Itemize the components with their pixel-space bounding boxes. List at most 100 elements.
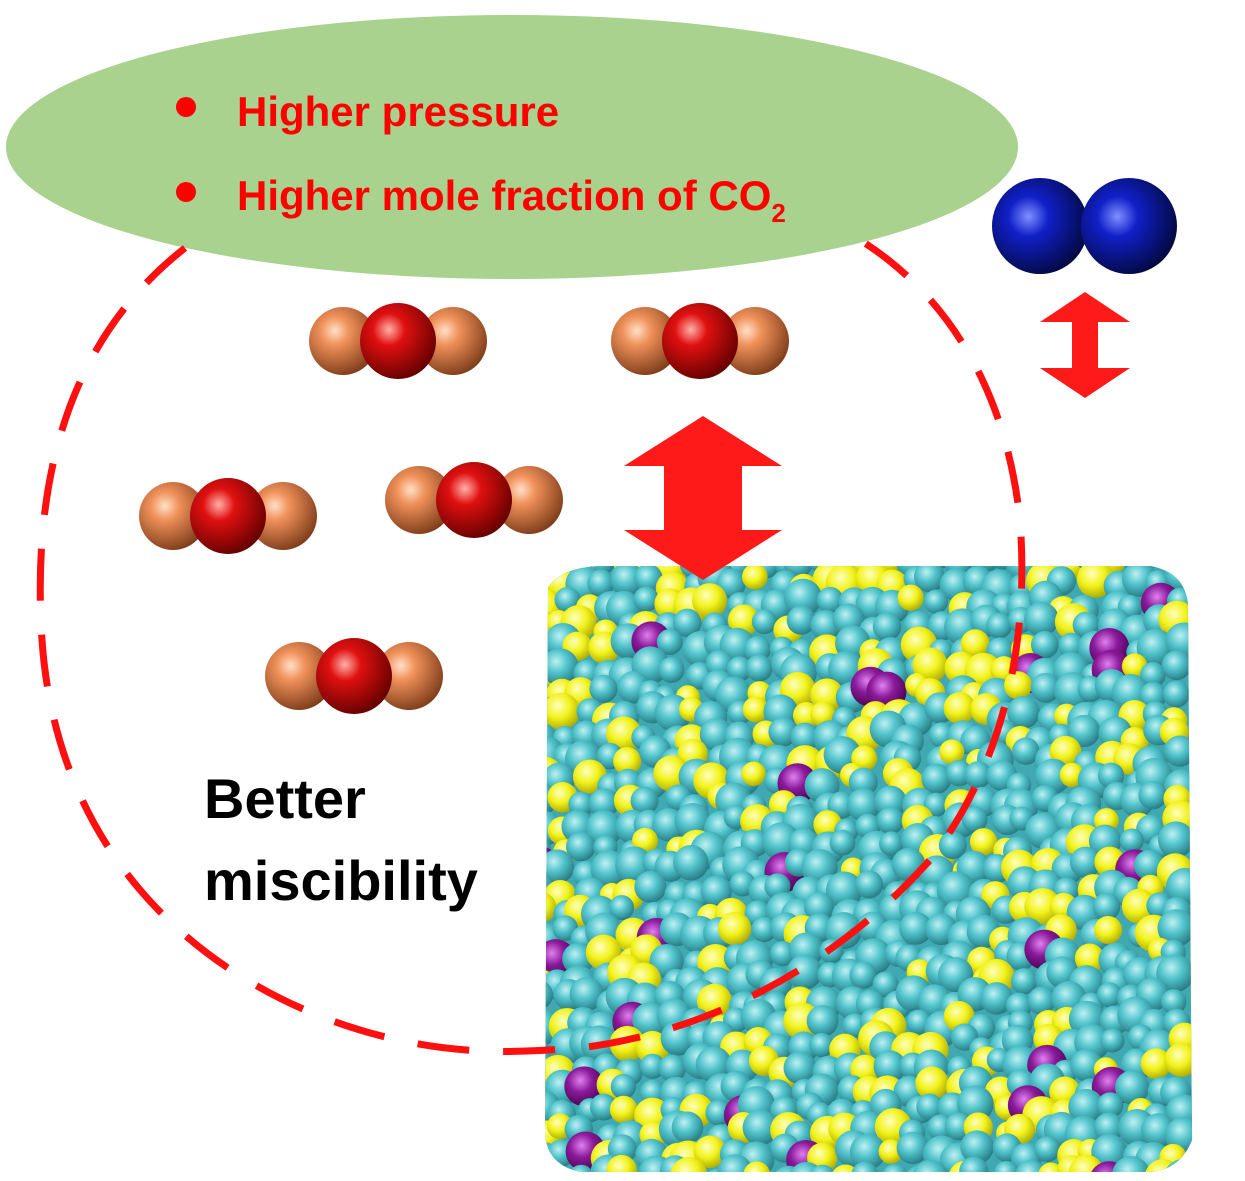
oil-atom <box>1161 650 1192 681</box>
oil-atom <box>1067 714 1101 748</box>
oil-atom <box>745 654 773 682</box>
oil-atom <box>1096 982 1122 1008</box>
oil-atom <box>876 807 905 835</box>
oil-atom <box>742 696 769 723</box>
oil-atom <box>1069 1154 1104 1172</box>
oil-atom <box>980 982 1013 1015</box>
oil-atom <box>1030 672 1061 703</box>
oil-atom <box>673 608 702 637</box>
oil-atom <box>1034 1136 1061 1162</box>
oil-atom <box>1138 781 1167 810</box>
oil-atom <box>564 1066 605 1107</box>
oil-atom <box>957 1085 994 1123</box>
oil-atom <box>1140 566 1170 568</box>
n2-double-arrow-icon <box>1040 292 1130 398</box>
oil-atom <box>1030 630 1059 659</box>
oil-atom <box>1140 662 1166 688</box>
oil-atom <box>1092 893 1121 921</box>
oil-atom <box>1024 601 1059 637</box>
oil-atom <box>610 1073 637 1100</box>
oil-atom <box>915 1066 949 1100</box>
oil-atom <box>1119 828 1144 853</box>
oil-atom <box>896 1131 929 1165</box>
oil-atom <box>545 849 575 884</box>
oil-atom <box>809 1164 836 1172</box>
conditions-ellipse <box>6 15 1018 279</box>
oil-atom <box>705 649 734 678</box>
oil-atom <box>846 788 881 822</box>
co2-molecule <box>611 303 789 379</box>
oil-atom <box>633 586 659 612</box>
oil-atom <box>849 961 877 989</box>
oil-atom <box>717 911 752 946</box>
co2-molecule <box>265 638 443 714</box>
oil-atom <box>1038 1162 1064 1172</box>
oil-atom <box>961 806 988 833</box>
co2-molecule <box>385 462 563 538</box>
oil-atom <box>610 566 644 597</box>
oil-atom <box>993 1160 1019 1172</box>
oil-atom <box>786 605 816 635</box>
oil-atom <box>959 1156 989 1172</box>
oil-atom <box>829 829 856 856</box>
oil-atom <box>879 831 904 856</box>
oil-atom <box>741 566 768 590</box>
oil-atom <box>1007 695 1040 729</box>
oil-atom <box>969 828 998 856</box>
oil-atom <box>916 1093 943 1121</box>
oil-atom <box>1068 1088 1104 1125</box>
oil-atom <box>1058 632 1084 659</box>
oil-atom <box>1100 1028 1125 1053</box>
oil-atom <box>851 1161 879 1172</box>
oil-atom <box>806 1005 839 1037</box>
oil-atom <box>640 1053 666 1079</box>
oil-atom <box>938 831 967 860</box>
oil-atom <box>1097 1092 1124 1119</box>
oil-atom <box>783 1051 817 1085</box>
oil-atom <box>609 895 635 921</box>
oil-atom <box>943 692 976 725</box>
oil-atom <box>1157 821 1192 858</box>
oil-atom <box>897 584 924 611</box>
oil-atom <box>1157 909 1192 947</box>
oil-atom <box>693 1135 727 1169</box>
result-label-line2: miscibility <box>204 849 478 912</box>
oil-atom <box>658 656 685 683</box>
oil-atom <box>634 870 667 903</box>
condition-pressure: Higher pressure <box>237 88 559 135</box>
oil-atom <box>545 892 557 923</box>
oil-atom <box>545 692 580 730</box>
oil-atom <box>658 1054 687 1083</box>
oil-atom <box>986 612 1013 639</box>
oil-atom <box>1164 1042 1192 1077</box>
oil-atom <box>899 911 933 945</box>
oil-atom <box>630 786 659 815</box>
crude-oil-slab <box>545 566 1192 1172</box>
oil-atom <box>1112 1156 1151 1172</box>
oil-atom <box>671 1111 704 1144</box>
oil-atom <box>546 566 583 574</box>
oil-atom <box>545 980 554 1010</box>
oil-atom <box>1165 867 1192 906</box>
oil-atom <box>786 954 823 990</box>
oil-atom <box>770 940 796 967</box>
oil-atom <box>545 566 557 581</box>
co2-molecules <box>139 303 789 714</box>
oil-atom <box>825 871 863 909</box>
oil-atom <box>1074 943 1105 974</box>
oil-atom <box>742 1109 779 1146</box>
oil-atom <box>588 566 616 575</box>
oil-atom <box>589 674 618 703</box>
oil-atom <box>848 767 878 797</box>
oil-atom <box>569 977 604 1011</box>
oil-atom <box>913 566 945 593</box>
oil-atom <box>1115 1070 1150 1105</box>
oil-atom <box>606 1154 637 1172</box>
oil-atom <box>1140 1048 1172 1079</box>
oil-atom <box>1091 1133 1128 1170</box>
oil-atom <box>656 629 683 655</box>
oil-atom <box>613 747 642 776</box>
oil-atom <box>1121 888 1157 924</box>
oil-atom <box>872 612 902 641</box>
